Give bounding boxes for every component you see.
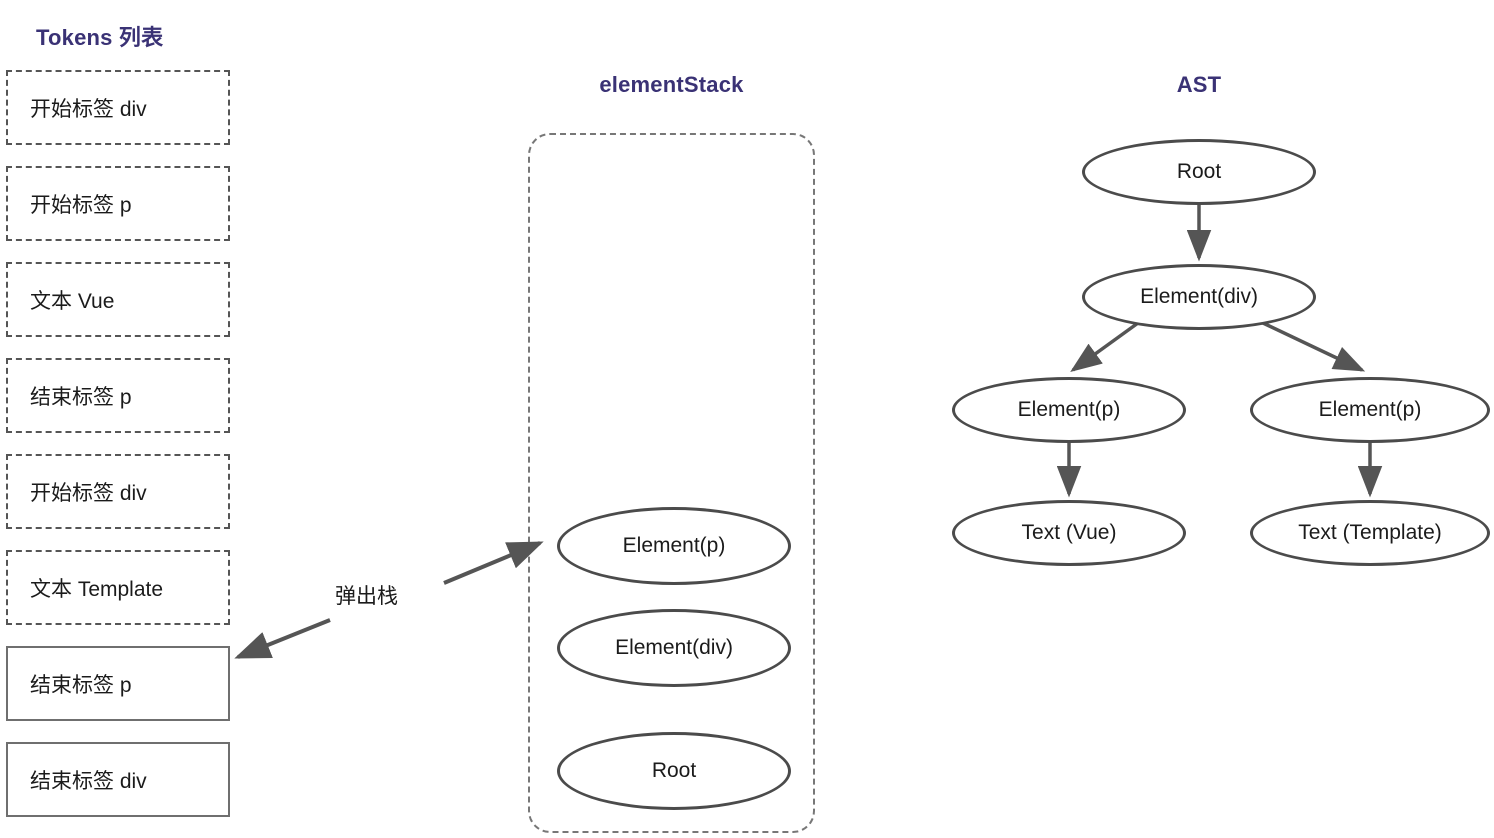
token-label: 开始标签 p xyxy=(30,193,132,217)
ast-node-element-p-left: Element(p) xyxy=(952,377,1186,443)
ast-node-label: Text (Vue) xyxy=(1021,521,1117,544)
token-item: 开始标签 div xyxy=(6,70,230,145)
token-item-highlighted: 结束标签 p xyxy=(6,646,230,721)
ast-node-label: Element(p) xyxy=(1318,398,1422,421)
ast-node-label: Root xyxy=(1176,160,1222,183)
element-stack-container: Element(p) Element(div) Root xyxy=(528,133,815,833)
stack-node-label: Root xyxy=(651,759,697,782)
stack-node-element-p: Element(p) xyxy=(557,507,791,585)
ast-node-text-template: Text (Template) xyxy=(1250,500,1490,566)
ast-node-root: Root xyxy=(1082,139,1316,205)
ast-node-label: Element(p) xyxy=(1017,398,1121,421)
pop-stack-label: 弹出栈 xyxy=(335,585,398,608)
tokens-list: 开始标签 div 开始标签 p 文本 Vue 结束标签 p 开始标签 div 文… xyxy=(6,70,230,838)
tokens-list-title: Tokens 列表 xyxy=(36,25,164,50)
token-label: 开始标签 div xyxy=(30,481,147,505)
stack-node-root: Root xyxy=(557,732,791,810)
ast-node-label: Text (Template) xyxy=(1298,521,1442,544)
ast-edge-element-div-to-element-p-right xyxy=(1262,321,1366,372)
token-label: 结束标签 p xyxy=(30,673,132,697)
pop-arrow-to-stack xyxy=(443,541,544,585)
stack-node-label: Element(div) xyxy=(615,636,733,659)
stack-node-label: Element(p) xyxy=(622,534,726,557)
token-label: 文本 Template xyxy=(30,577,164,601)
ast-title: AST xyxy=(1176,72,1222,97)
ast-node-element-p-right: Element(p) xyxy=(1250,377,1490,443)
token-item: 结束标签 div xyxy=(6,742,230,817)
ast-node-element-div: Element(div) xyxy=(1082,264,1316,330)
ast-edge-element-div-to-element-p-left xyxy=(1070,321,1140,373)
token-label: 结束标签 p xyxy=(30,385,132,409)
ast-node-label: Element(div) xyxy=(1140,285,1258,308)
token-item: 文本 Template xyxy=(6,550,230,625)
token-label: 文本 Vue xyxy=(30,289,115,313)
token-item: 开始标签 div xyxy=(6,454,230,529)
token-item: 结束标签 p xyxy=(6,358,230,433)
stack-node-element-div: Element(div) xyxy=(557,609,791,687)
token-label: 结束标签 div xyxy=(30,769,147,793)
element-stack-title: elementStack xyxy=(599,72,744,97)
token-label: 开始标签 div xyxy=(30,97,147,121)
pop-arrow-to-token xyxy=(234,618,331,659)
token-item: 文本 Vue xyxy=(6,262,230,337)
ast-node-text-vue: Text (Vue) xyxy=(952,500,1186,566)
token-item: 开始标签 p xyxy=(6,166,230,241)
